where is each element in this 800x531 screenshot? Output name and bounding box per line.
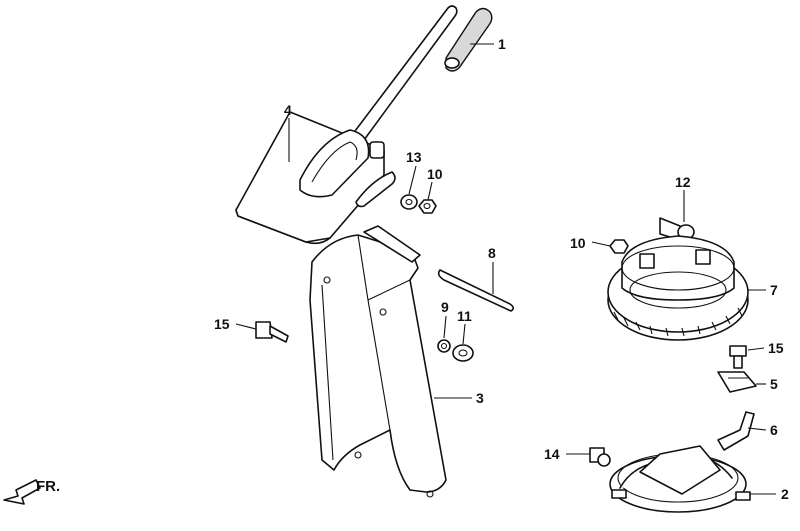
callout-15-left: 15	[214, 316, 230, 332]
callout-12: 12	[675, 174, 691, 190]
callout-7: 7	[770, 282, 778, 298]
part-14-bolt	[589, 447, 611, 467]
callout-14: 14	[544, 446, 560, 462]
part-2-base	[609, 445, 751, 513]
callout-15-right: 15	[768, 340, 784, 356]
part-12-bolt	[659, 217, 695, 241]
part-6-guide	[717, 411, 755, 451]
part-13-washer	[400, 194, 418, 210]
part-15-bolt-right	[729, 345, 747, 369]
callout-labels: 1 2 3 4 5 6 7 8 9 10 10 11 12 13 14 15 1…	[214, 36, 789, 502]
callout-10-left: 10	[427, 166, 443, 182]
callout-1: 1	[498, 36, 506, 52]
front-direction-label: FR.	[36, 478, 60, 495]
callout-9: 9	[441, 299, 449, 315]
part-4-deflector	[235, 5, 458, 245]
callout-13: 13	[406, 149, 422, 165]
callout-6: 6	[770, 422, 778, 438]
callout-4: 4	[284, 102, 292, 118]
part-7-ring-gear	[607, 235, 749, 341]
leader-lines	[235, 43, 776, 495]
callout-8: 8	[488, 245, 496, 261]
part-10-nut-right	[609, 239, 629, 254]
callout-5: 5	[770, 376, 778, 392]
callout-10-right: 10	[570, 235, 586, 251]
part-5-bracket	[717, 371, 757, 393]
callout-11: 11	[457, 308, 472, 324]
part-10-nut-left	[418, 199, 437, 214]
front-direction-indicator: FR.	[3, 478, 60, 505]
callout-3: 3	[476, 390, 484, 406]
part-8-clip	[437, 269, 515, 312]
part-11-washer	[452, 344, 474, 362]
part-1-grip	[444, 7, 493, 72]
callout-2: 2	[781, 486, 789, 502]
part-9-washer	[437, 339, 451, 353]
part-15-bolt-left	[255, 321, 289, 343]
part-3-chute	[309, 225, 447, 498]
